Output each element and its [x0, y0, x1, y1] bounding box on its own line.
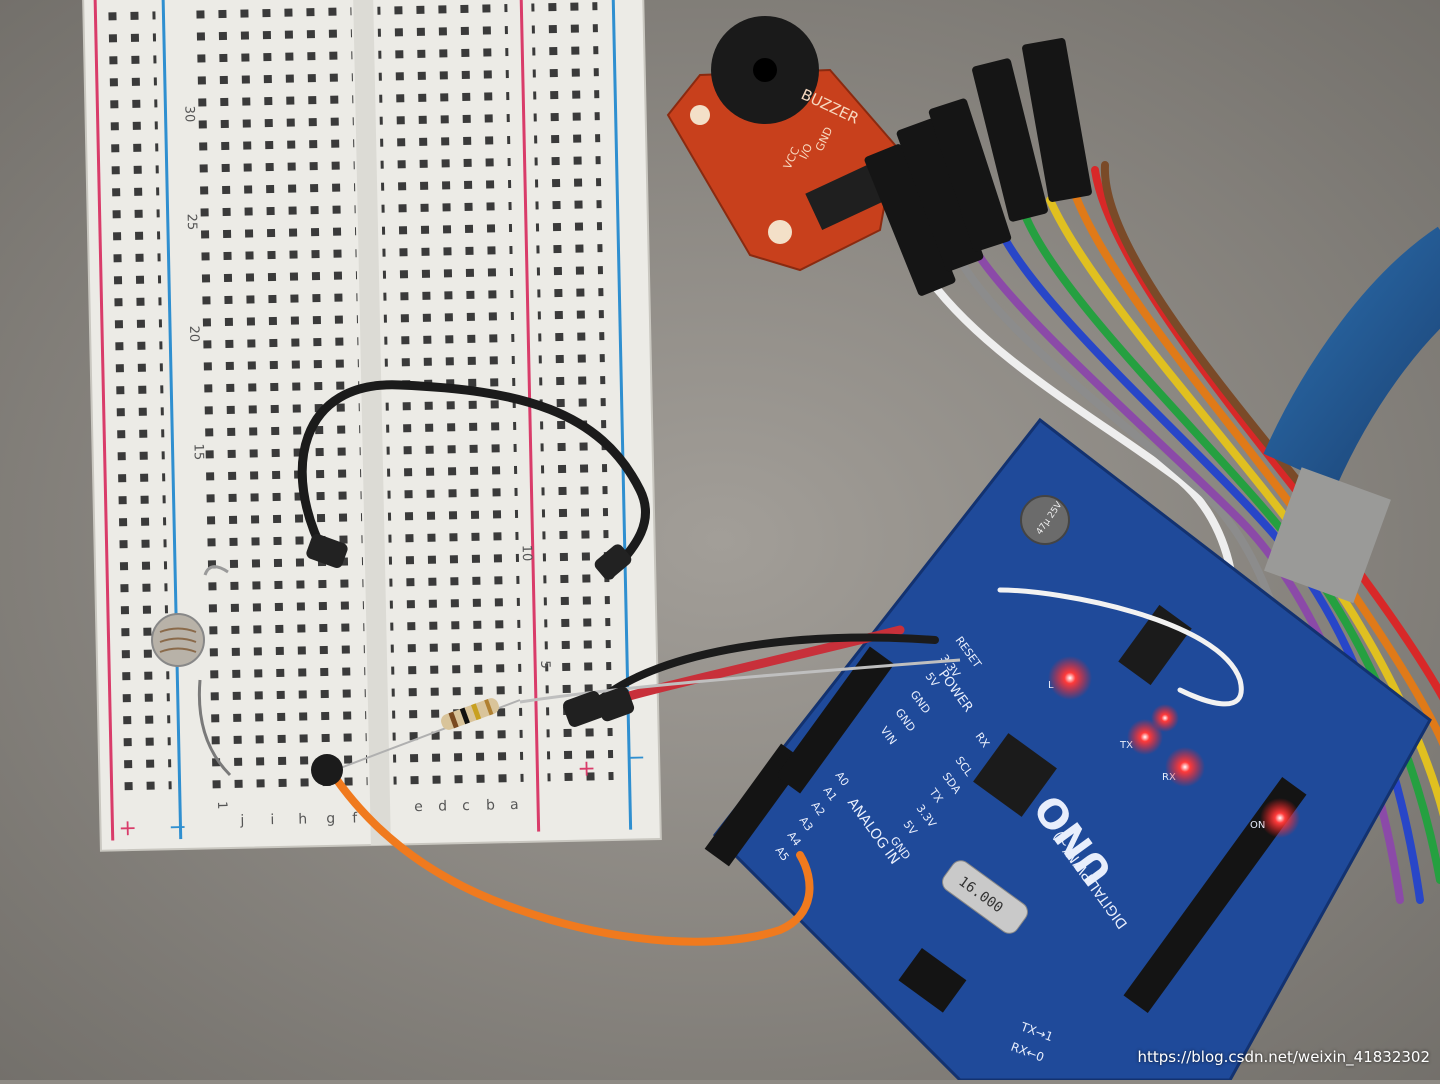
led-glow-power: [1260, 798, 1300, 838]
row-number-10: 10: [519, 545, 534, 562]
black-wire-power: [596, 633, 939, 704]
led-label-tx: TX: [1119, 740, 1133, 751]
led-glow-tx: [1127, 719, 1163, 755]
column-letter-i: i: [270, 812, 274, 828]
column-letter-f: f: [352, 810, 358, 826]
led-label-on: ON: [1250, 820, 1265, 831]
grey-wire-breadboard: [519, 658, 961, 704]
row-number-5: 5: [537, 660, 552, 669]
buzzer-module: BUZZER VCC I/O GND: [666, 16, 897, 272]
black-wire-loop: [297, 380, 650, 580]
rail-plus-right: +: [577, 756, 596, 781]
column-letter-g: g: [326, 811, 335, 827]
led-glow-top: [1151, 704, 1179, 732]
white-wire: [997, 587, 1244, 707]
orange-wire: [326, 766, 814, 946]
dupont-connectors: [864, 38, 1092, 296]
column-letter-j: j: [239, 813, 244, 829]
row-number-20: 20: [186, 326, 201, 343]
breadboard: 30 25 20 15 10 5 1 j i h g f e d c b a +…: [81, 0, 662, 852]
row-number-25: 25: [184, 214, 199, 231]
column-letter-c: c: [462, 798, 470, 814]
column-letter-a: a: [510, 797, 519, 813]
row-number-15: 15: [190, 443, 205, 460]
row-number-1: 1: [214, 801, 229, 810]
column-letter-b: b: [486, 797, 495, 813]
row-number-30: 30: [181, 106, 196, 123]
led-glow-l: [1048, 656, 1092, 700]
rail-minus-left: −: [168, 815, 187, 840]
rail-plus-left: +: [118, 816, 137, 841]
rail-minus-right: −: [627, 745, 646, 770]
column-letter-e: e: [414, 799, 423, 815]
photoresistor: [151, 565, 232, 777]
buzzer-pin-io: I/O: [797, 141, 816, 161]
usb-cable: [1263, 226, 1440, 604]
ribbon-wires: [926, 161, 1440, 904]
watermark-text: https://blog.csdn.net/weixin_41832302: [1137, 1048, 1430, 1066]
resistor: [334, 698, 521, 771]
arduino-uno-board: 16.000 47µ 25V UNO DIGITAL PWM(~) ANALOG…: [704, 417, 1432, 1082]
column-letter-d: d: [438, 798, 447, 814]
column-letter-h: h: [298, 811, 307, 827]
led-glow-rx: [1165, 747, 1205, 787]
